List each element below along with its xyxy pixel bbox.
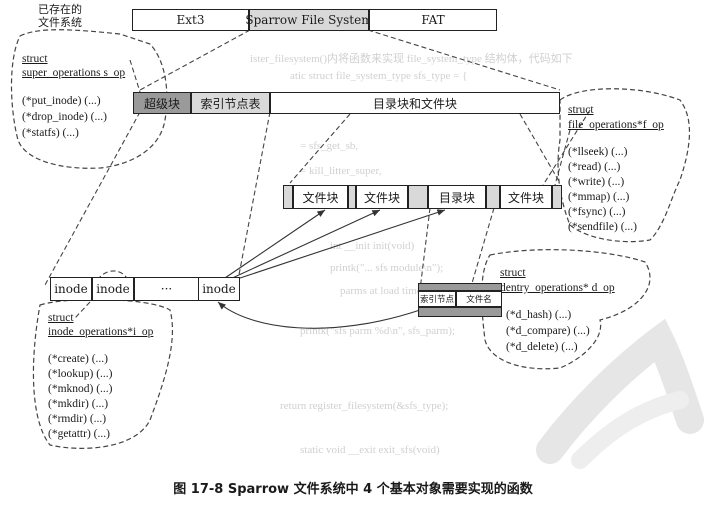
block-gap-1 [283,185,293,209]
inode-2: inode [92,277,134,301]
block-gap-2 [348,185,356,209]
block-file-1: 文件块 [293,185,348,209]
disk-blocks: 目录块和文件块 [270,92,560,114]
inode-ops-item-5: (*rmdir) (...) [48,413,107,425]
file-ops-item-1: (*llseek) (...) [568,146,628,158]
block-file-3: 文件块 [500,185,552,209]
dentry-name: 文件名 [456,291,502,307]
disk-inode-table: 索引节点表 [191,92,270,114]
file-ops-item-4: (*mmap) (...) [568,191,630,203]
inode-ellipsis: ··· [134,277,198,301]
vfs-objects-diagram: 已存在的 文件系统 Ext3 Sparrow File System FAT s… [10,3,704,469]
inode-ops-item-6: (*getattr) (...) [48,428,110,440]
inode-1: inode [50,277,92,301]
dentry-top-bar [418,283,502,291]
inode-ops-struct: struct [48,312,74,324]
dentry-ops-item-1: (*d_hash) (...) [506,309,572,321]
super-ops-item-1: (*put_inode) (...) [22,95,101,107]
inode-3: inode [198,277,240,301]
dentry-ops-item-2: (*d_compare) (...) [506,325,590,337]
fs-sparrow: Sparrow File System [245,9,373,31]
file-ops-decl: file_operations*f_op [568,119,664,131]
file-ops-item-3: (*write) (...) [568,176,625,188]
super-ops-struct: struct [22,53,48,65]
inode-ops-item-3: (*mknod) (...) [48,383,113,395]
file-ops-item-2: (*read) (...) [568,161,621,173]
fs-ext3: Ext3 [132,9,249,31]
dentry-ops-item-3: (*d_delete) (...) [506,341,578,353]
dentry-ops-decl: dentry_operations* d_op [500,282,615,294]
file-ops-item-6: (*sendfile) (...) [568,221,637,233]
block-file-2: 文件块 [356,185,408,209]
existing-fs-label-line1: 已存在的 [38,3,82,16]
block-gap-5 [552,185,562,209]
inode-ops-decl: inode_operations*i_op [48,326,154,338]
inode-ops-item-1: (*create) (...) [48,353,109,365]
block-dir: 目录块 [428,185,486,209]
disk-superblock: 超级块 [133,92,191,114]
watermark-graphic [536,318,704,469]
fs-fat: FAT [369,9,497,31]
file-ops-item-5: (*fsync) (...) [568,206,626,218]
existing-fs-label-line2: 文件系统 [38,16,82,29]
block-gap-3 [408,185,428,209]
dentry-ops-struct: struct [500,267,526,279]
file-ops-struct: struct [568,104,594,116]
super-ops-item-2: (*drop_inode) (...) [22,111,107,123]
super-ops-item-3: (*statfs) (...) [22,127,79,139]
connector-lines [10,29,690,449]
block-gap-4 [486,185,500,209]
inode-ops-item-4: (*mkdir) (...) [48,398,109,410]
figure-caption: 图 17-8 Sparrow 文件系统中 4 个基本对象需要实现的函数 [173,482,533,497]
dentry-inode-no: 索引节点 [418,291,456,307]
super-ops-decl: super_operations s_op [22,67,126,79]
inode-ops-item-2: (*lookup) (...) [48,368,113,380]
dentry-bottom-bar [418,307,502,317]
